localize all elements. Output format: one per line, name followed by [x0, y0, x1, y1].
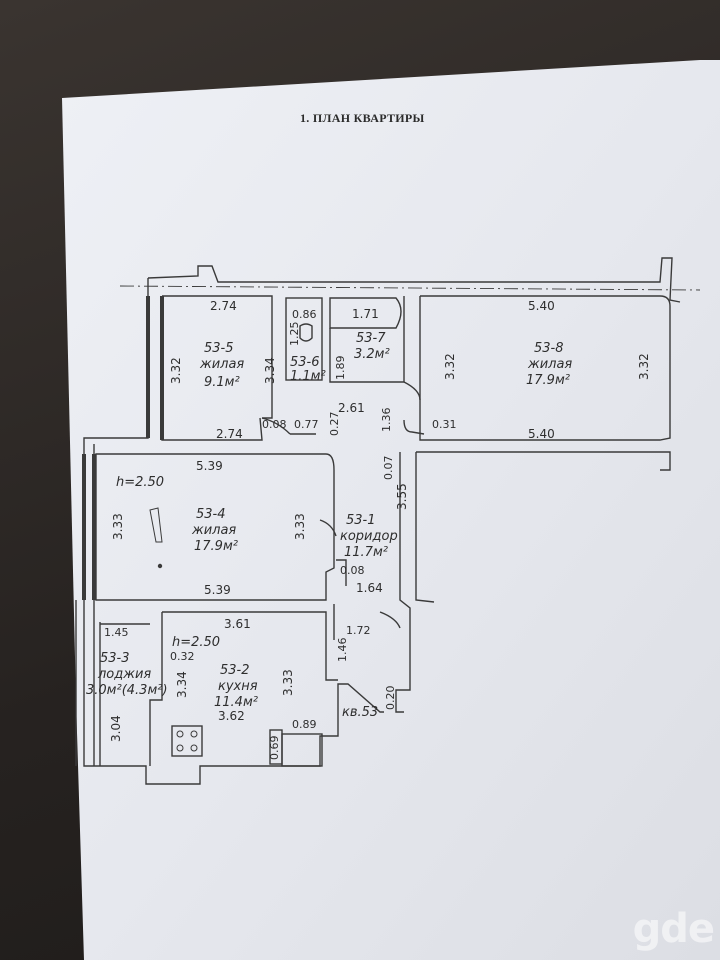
watermark-logo: gde [632, 906, 715, 952]
dim-label: 3.61 [224, 617, 251, 631]
room-8-type: жилая [527, 357, 572, 372]
dim-label: 0.77 [294, 418, 319, 431]
dim-label: 3.32 [443, 353, 457, 380]
room-2-type: кухня [218, 679, 258, 694]
dim-label: 1.71 [352, 307, 379, 321]
room-5-type: жилая [199, 357, 244, 372]
room-6-area: 1.1м² [290, 369, 326, 384]
dim-label: 5.40 [528, 427, 555, 441]
apartment-number: кв.53 [342, 705, 378, 720]
dim-label: 0.07 [382, 456, 395, 481]
dim-label: 5.39 [196, 459, 223, 473]
dim-label: 3.34 [263, 357, 277, 384]
room-4-area: 17.9м² [194, 539, 238, 554]
dim-label: 3.62 [218, 709, 245, 723]
dim-label: 3.55 [395, 483, 409, 510]
dim-label: 0.08 [262, 418, 287, 431]
dim-label: 0.27 [328, 412, 341, 437]
dim-label: 3.32 [637, 353, 651, 380]
dim-label: 0.32 [170, 650, 195, 663]
room-8-area: 17.9м² [526, 373, 570, 388]
room-5-area: 9.1м² [204, 375, 240, 390]
room-8-code: 53-8 [534, 341, 564, 356]
dim-label: 0.31 [432, 418, 457, 431]
room-1-type: коридор [340, 529, 398, 544]
room-2-code: 53-2 [220, 663, 250, 678]
dim-label: 1.46 [336, 638, 349, 663]
dim-label: 3.33 [111, 513, 125, 540]
room-2-area: 11.4м² [214, 695, 258, 710]
room-4-type: жилая [191, 523, 236, 538]
dim-label: 2.74 [216, 427, 243, 441]
page-title: 1. ПЛАН КВАРТИРЫ [300, 111, 425, 125]
room-3-type: лоджия [97, 667, 151, 682]
dim-label: 1.36 [380, 408, 393, 433]
room-4-code: 53-4 [196, 507, 226, 522]
dim-label: 1.64 [356, 581, 383, 595]
dim-label: 1.89 [334, 356, 347, 381]
room-7-code: 53-7 [356, 331, 386, 346]
dim-label: 1.45 [104, 626, 129, 639]
dim-label: 3.34 [175, 671, 189, 698]
dim-label: 0.08 [340, 564, 365, 577]
dim-label: 2.74 [210, 299, 237, 313]
dim-label: 3.04 [109, 715, 123, 742]
dim-label: 3.32 [169, 357, 183, 384]
light-fixture-icon [149, 507, 163, 543]
dim-label: 1.25 [288, 322, 301, 347]
room-5-code: 53-5 [204, 341, 234, 356]
room-3-area: 3.0м²(4.3м²) [86, 683, 168, 698]
room-6-code: 53-6 [290, 355, 320, 370]
dim-label: 3.33 [281, 669, 295, 696]
dim-label: 5.39 [204, 583, 231, 597]
dim-label: 5.40 [528, 299, 555, 313]
dim-label: 0.69 [268, 736, 281, 761]
dim-label: 3.33 [293, 513, 307, 540]
dim-label: 0.86 [292, 308, 317, 321]
room-3-code: 53-3 [100, 651, 130, 666]
dim-label: 1.72 [346, 624, 371, 637]
dim-label: 0.89 [292, 718, 317, 731]
room-1-code: 53-1 [346, 513, 376, 528]
room-7-area: 3.2м² [354, 347, 390, 362]
room-2-height: h=2.50 [172, 635, 220, 650]
stove-icon [176, 730, 198, 752]
ceiling-light-icon [157, 563, 163, 569]
room-1-area: 11.7м² [344, 545, 388, 560]
dim-label: 2.61 [338, 401, 365, 415]
dim-label: 0.20 [384, 686, 397, 711]
room-4-height: h=2.50 [116, 475, 164, 490]
